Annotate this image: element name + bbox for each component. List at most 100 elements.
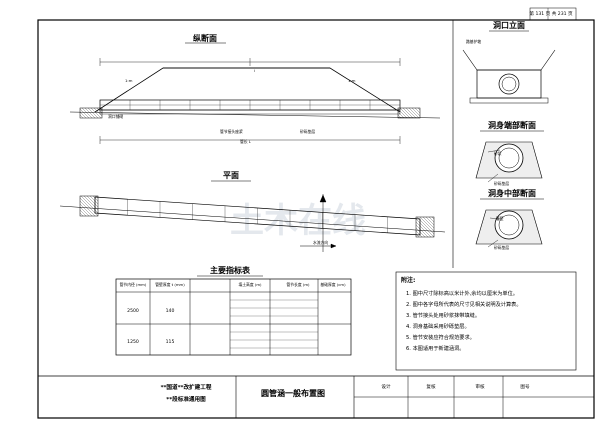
inlet-paving-hatch — [402, 107, 414, 119]
plan-inlet-wing-hatch — [415, 221, 432, 238]
note-line-2: 2. 图中各字母所代表的尺寸见相关说明及计算表。 — [406, 300, 522, 308]
inlet-paving-hatch — [411, 107, 421, 117]
table-header-wall-thickness: 管壁厚度 t (mm) — [155, 282, 185, 287]
flow-arrow-head — [330, 243, 337, 249]
right-slope-label: 1:m — [348, 78, 356, 83]
gravel-cushion-strip — [99, 109, 401, 115]
table-cell-r1-c1: 2500 — [127, 308, 139, 314]
embankment-outline — [94, 67, 401, 113]
plan-inlet-wing-hatch — [415, 224, 429, 238]
end-section-pipe-inner — [498, 147, 520, 169]
inlet-paving-hatch — [408, 107, 420, 119]
note-line-3: 3. 管节接头处用砂浆抹带填缝。 — [406, 311, 480, 319]
notes-title: 附注: — [401, 276, 415, 284]
outlet-paving-hatch — [79, 111, 87, 119]
end-section-leader-a — [487, 149, 501, 153]
outlet-paving-hatch — [81, 107, 93, 119]
inlet-paving-hatch — [414, 107, 421, 114]
note-line-6: 6. 本图适用于新建涵洞。 — [406, 344, 464, 352]
mid-section-label-a: 管壁 — [496, 216, 504, 221]
plan-outlet-wing-hatch — [89, 195, 99, 205]
outlet-paving-hatch — [90, 107, 102, 119]
inlet-paving-hatch — [397, 108, 408, 119]
inlet-paving-hatch — [399, 107, 411, 119]
flow-direction-label: 水流方向 — [313, 240, 328, 245]
design-label: 设计 — [381, 383, 391, 390]
north-arrow-head — [319, 194, 327, 203]
plan-view-title: 平面 — [223, 171, 239, 180]
outlet-paving-hatch — [84, 107, 96, 119]
plan-outlet-wing-hatch — [79, 203, 93, 217]
end-section-title: 洞身端部断面 — [488, 120, 536, 130]
plan-inlet-wing-hatch — [416, 216, 435, 235]
plan-inlet-wing-hatch — [431, 216, 435, 220]
plan-inlet-wing-hatch — [415, 230, 423, 238]
portal-footing — [469, 97, 549, 104]
table-header-inner-diameter: 管节内径 (mm) — [120, 282, 147, 287]
ground-line — [69, 111, 441, 119]
inlet-paving — [397, 107, 421, 119]
table-header-fill-height: 填土高度 (m) — [238, 282, 262, 287]
portal-pipe-outer — [498, 73, 520, 95]
index-table-border — [115, 278, 352, 356]
drawing-linework — [37, 7, 595, 419]
mid-section-label-b: 砂砾垫层 — [494, 245, 509, 250]
pipe-length-label: 管长 L — [240, 139, 252, 144]
plan-outlet-wing-hatch — [79, 209, 87, 217]
main-index-table-title: 主要指标表 — [210, 265, 251, 275]
end-section-label-a: 砂浆 — [494, 151, 502, 156]
plan-axis-line — [59, 205, 446, 233]
project-name-line-2: **段标准通用图 — [166, 395, 206, 403]
plan-inlet-wing-hatch — [415, 218, 435, 238]
mid-section-leader-a — [489, 217, 501, 220]
note-line-5: 5. 管节安装应符合规范要求。 — [406, 333, 475, 341]
left-slope-label: 1:m — [125, 78, 133, 83]
notes-box — [395, 271, 577, 371]
table-header-foundation-thickness: 基础厚度 (cm) — [320, 282, 346, 287]
plan-outlet-wing-hatch — [86, 195, 99, 208]
mid-section-title: 洞身中部断面 — [488, 188, 536, 198]
inlet-paving-hatch — [405, 107, 417, 119]
note-line-1: 1. 图中尺寸除标高以米计外,余均以厘米为单位。 — [406, 289, 518, 297]
table-cell-r1-c2: 140 — [166, 308, 175, 314]
outlet-paving-label: 洞口铺砌 — [108, 114, 123, 119]
plan-outlet-wing-hatch — [79, 197, 99, 217]
portal-elevation-title: 洞口立面 — [493, 20, 525, 30]
plan-outlet-wing-hatch — [79, 200, 96, 217]
plan-outlet-wing-hatch — [83, 195, 99, 211]
table-header-pipe-length: 管节长度 (m) — [286, 282, 310, 287]
end-section-leader-b — [487, 173, 499, 183]
plan-inlet-wing-hatch — [415, 233, 420, 238]
inlet-paving-hatch — [397, 111, 405, 119]
plan-outlet-wing-hatch — [92, 195, 99, 202]
table-cell-r2-c2: 115 — [166, 339, 175, 345]
portal-slope-label: 路基护坡 — [466, 39, 481, 44]
portal-slope-outline — [462, 49, 556, 71]
approve-label: 审核 — [475, 383, 485, 390]
plan-inlet-wing-hatch — [422, 216, 435, 229]
culvert-slope-label: i — [254, 68, 255, 73]
page-counter-box — [529, 7, 577, 21]
plan-inlet-wing-hatch — [419, 216, 435, 232]
plan-outlet-wing-hatch — [79, 212, 84, 217]
mid-section-pipe-inner — [498, 214, 520, 236]
figure-no-label: 图号 — [520, 384, 530, 390]
longitudinal-section-title: 纵断面 — [193, 33, 217, 43]
drawing-name: 圆管涵一般布置图 — [261, 388, 325, 398]
page-counter: 第 131 页 共 231 页 — [529, 10, 573, 17]
mid-section-leader-b — [487, 239, 499, 248]
outlet-paving-hatch — [96, 107, 103, 114]
plan-inlet-wing-hatch — [428, 216, 435, 223]
plan-inlet-wing-hatch — [415, 227, 426, 238]
outlet-paving-hatch — [99, 107, 103, 111]
outlet-paving-hatch — [93, 107, 103, 117]
drawing-frame — [37, 19, 595, 419]
project-name-line-1: **国道**改扩建工程 — [161, 383, 212, 391]
outlet-paving-hatch — [87, 107, 99, 119]
portal-pipe-inner — [501, 76, 517, 92]
outlet-paving-hatch — [79, 108, 90, 119]
end-section-label-b: 砂砾垫层 — [494, 181, 509, 186]
plan-outlet-wing-hatch — [79, 206, 90, 217]
gravel-cushion-label: 砂砾垫层 — [300, 129, 315, 134]
